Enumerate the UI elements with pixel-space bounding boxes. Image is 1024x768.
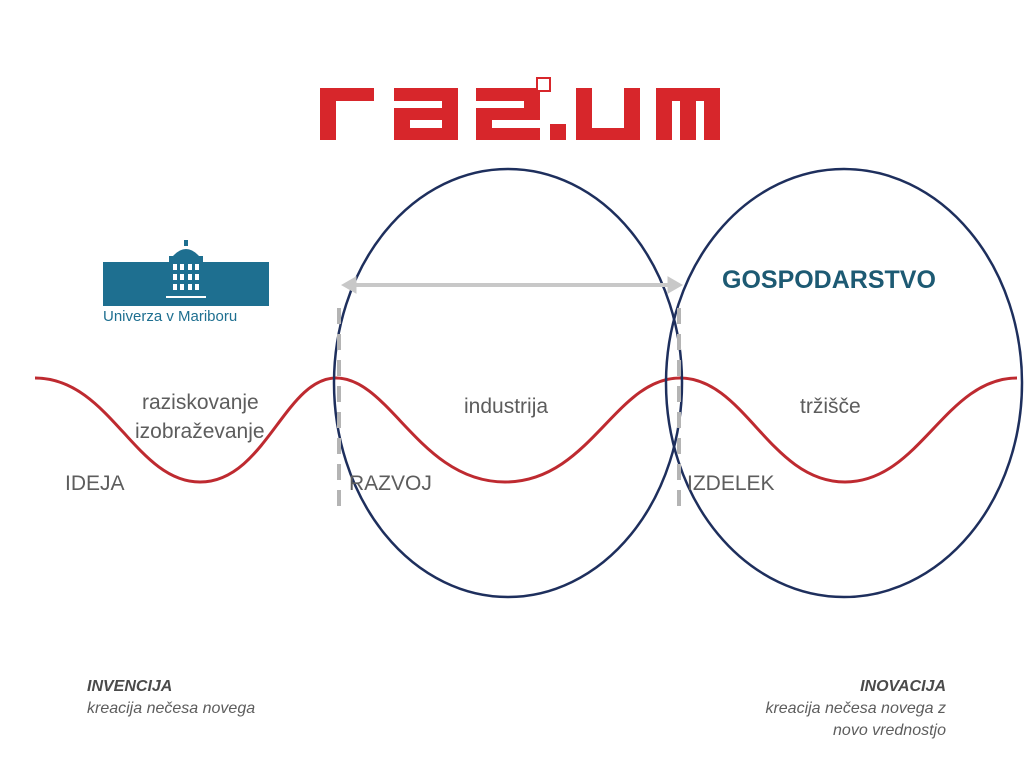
- innovation-title: INOVACIJA: [860, 678, 946, 695]
- invention-note: INVENCIJA kreacija nečesa novega: [87, 676, 255, 720]
- innovation-note: INOVACIJA kreacija nečesa novega z novo …: [765, 676, 946, 742]
- invention-text: kreacija nečesa novega: [87, 700, 256, 717]
- double-arrow: [340, 276, 684, 294]
- university-logo: [103, 240, 269, 306]
- education-label: izobraževanje: [135, 420, 265, 443]
- university-building-icon: [166, 240, 206, 306]
- research-label: raziskovanje: [142, 391, 259, 414]
- market-label: tržišče: [800, 395, 861, 418]
- razum-logo: [320, 77, 720, 140]
- market-circle: [664, 167, 1024, 599]
- razum-logo-glyphs: [320, 88, 720, 140]
- invention-title: INVENCIJA: [87, 678, 173, 695]
- stage-development: RAZVOJ: [349, 472, 432, 495]
- logo-colon-square: [536, 77, 551, 92]
- economy-label: GOSPODARSTVO: [722, 266, 936, 294]
- stage-product: IZDELEK: [687, 472, 775, 495]
- innovation-text-line-2: novo vrednostjo: [833, 722, 946, 739]
- wave-curve: [34, 376, 1018, 484]
- stage-idea: IDEJA: [65, 472, 125, 495]
- university-name: Univerza v Mariboru: [103, 308, 238, 325]
- industry-label: industrija: [464, 395, 549, 418]
- innovation-text-line-1: kreacija nečesa novega z: [765, 700, 946, 717]
- industry-circle: [332, 167, 684, 599]
